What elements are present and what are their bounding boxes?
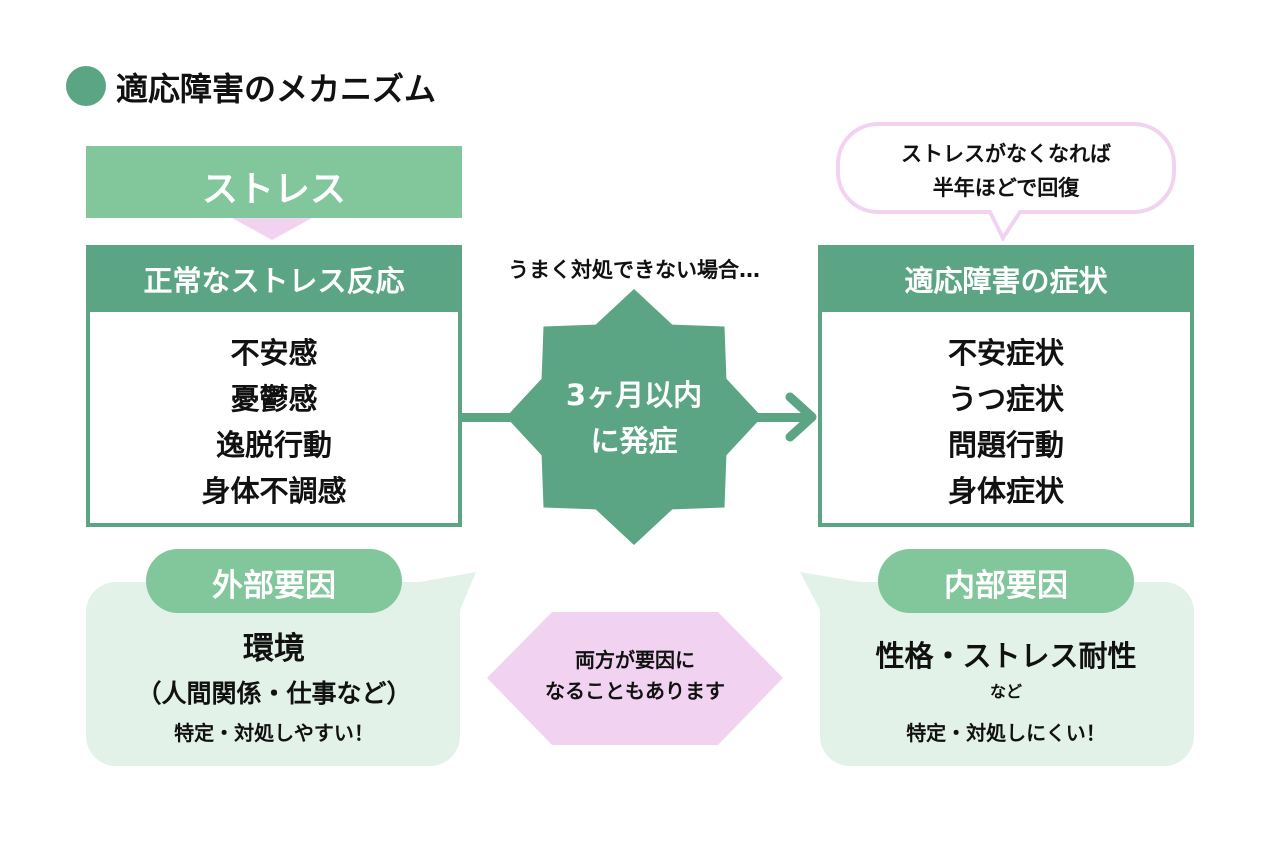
external-label: 外部要因 [212, 568, 336, 604]
onset-burst [506, 289, 762, 545]
list-item: 身体症状 [947, 474, 1064, 508]
stress-label: ストレス [201, 169, 346, 210]
recovery-text: ストレスがなくなれば 半年ほどで回復 [838, 137, 1174, 205]
recovery-speech-bubble [836, 122, 1176, 243]
symptoms-header: 適応障害の症状 [904, 264, 1108, 298]
internal-label: 内部要因 [944, 568, 1068, 604]
both-factors-text: 両方が要因に なることもあります [487, 645, 783, 707]
external-main: 環境 [243, 631, 305, 667]
list-item: 身体不調感 [201, 474, 347, 508]
external-label-pill [146, 549, 402, 613]
internal-sub: など [989, 682, 1022, 701]
title-bullet-icon [66, 66, 106, 106]
onset-text: 3ヶ月以内 に発症 [514, 372, 754, 464]
page-title: 適応障害のメカニズム [116, 70, 437, 108]
list-item: 不安症状 [947, 336, 1064, 370]
onset-line-1: 3ヶ月以内 [565, 378, 703, 412]
internal-label-pill [878, 549, 1134, 613]
list-item: 憂鬱感 [230, 382, 318, 416]
both-line-1: 両方が要因に [575, 648, 695, 672]
list-item: 不安感 [230, 336, 318, 370]
both-factors-hexagon [487, 612, 783, 745]
stress-box [86, 146, 462, 218]
recovery-line-2: 半年ほどで回復 [932, 176, 1080, 200]
down-triangle-icon [232, 218, 312, 240]
external-sub: （人間関係・仕事など） [136, 679, 412, 708]
external-note: 特定・対処しやすい！ [174, 721, 374, 745]
both-line-2: なることもあります [545, 679, 725, 703]
symptoms-list: 不安症状 うつ症状 問題行動 身体症状 [818, 330, 1194, 514]
onset-line-2: に発症 [590, 424, 678, 458]
recovery-line-1: ストレスがなくなれば [901, 142, 1111, 166]
arrow-right-icon [785, 392, 817, 442]
normal-reaction-header-bg [86, 245, 462, 312]
normal-reaction-header: 正常なストレス反応 [143, 264, 405, 298]
internal-main: 性格・ストレス耐性 [875, 639, 1137, 673]
condition-text: うまく対処できない場合… [508, 258, 760, 282]
list-item: 逸脱行動 [215, 428, 332, 462]
list-item: 問題行動 [947, 428, 1064, 462]
internal-note: 特定・対処しにくい！ [906, 721, 1106, 745]
normal-reaction-list: 不安感 憂鬱感 逸脱行動 身体不調感 [86, 330, 462, 514]
list-item: うつ症状 [947, 382, 1064, 416]
internal-factor-bubble [800, 572, 1194, 766]
symptoms-header-bg [818, 245, 1194, 312]
external-factor-bubble [86, 572, 476, 766]
